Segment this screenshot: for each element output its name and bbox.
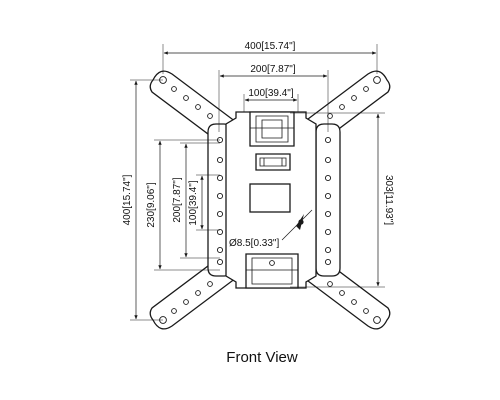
middle-slot: [255, 153, 291, 171]
label-height-100: 100[39.4"]: [188, 180, 199, 225]
label-hole-diameter: Ø8.5[0.33"]: [229, 238, 279, 249]
label-height-230: 230[9.06"]: [146, 182, 157, 227]
view-caption: Front View: [226, 349, 298, 366]
label-width-400: 400[15.74"]: [245, 41, 296, 52]
bottom-bracket: [245, 253, 299, 289]
center-window: [249, 183, 291, 213]
arm-upper-left: [149, 70, 238, 141]
label-width-100: 100[39.4"]: [248, 88, 293, 99]
dimension-lines: [134, 51, 380, 320]
label-height-303: 303[11.93"]: [383, 175, 394, 225]
label-height-400: 400[15.74"]: [122, 174, 133, 225]
label-width-200: 200[7.87"]: [250, 64, 295, 75]
extension-lines: [130, 44, 385, 321]
label-height-200: 200[7.87"]: [172, 177, 183, 222]
mount-arms: [149, 70, 391, 330]
center-plate: [225, 111, 317, 289]
arm-upper-right: [302, 70, 391, 141]
top-bracket: [249, 111, 295, 147]
diameter-hole-marker: [298, 219, 304, 225]
rail-right: [315, 123, 341, 277]
